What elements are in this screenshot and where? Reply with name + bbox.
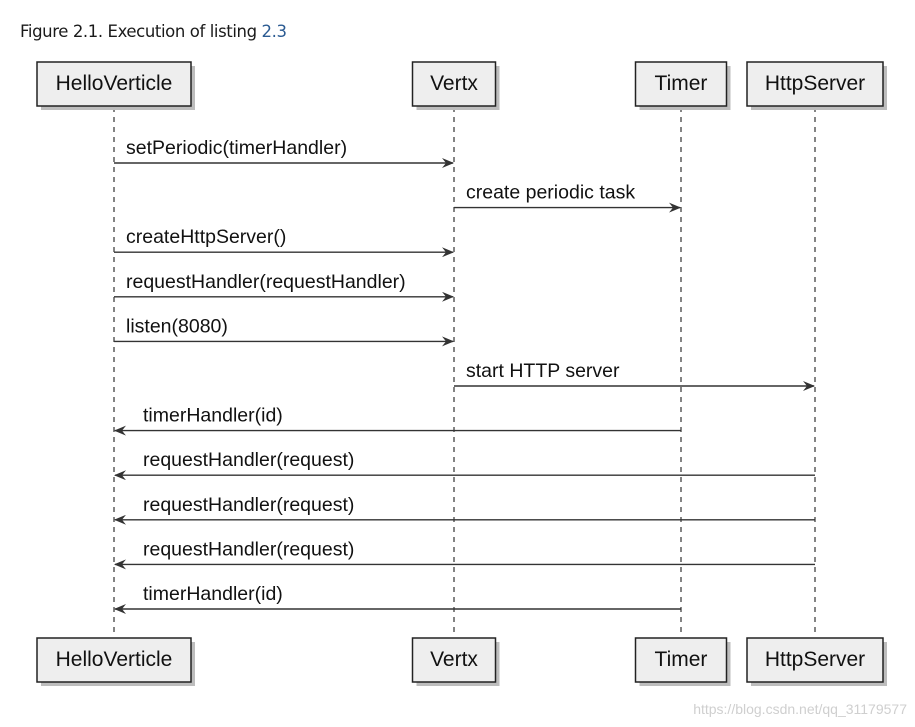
message-label: listen(8080) [126,315,228,337]
participant-httpserver-bottom: HttpServer [746,637,887,686]
participant-label: HelloVerticle [56,648,173,671]
participant-helloverticle-bottom: HelloVerticle [36,637,195,686]
message-5: listen(8080) [114,315,454,347]
message-label: requestHandler(requestHandler) [126,271,406,293]
message-6: start HTTP server [454,360,815,391]
message-label: create periodic task [466,182,635,204]
message-4: requestHandler(requestHandler) [114,271,454,302]
participant-box [634,61,728,107]
participant-label: HelloVerticle [56,72,173,95]
message-label: timerHandler(id) [143,583,283,605]
figure-caption-text: Figure 2.1. Execution of listing [20,22,262,41]
figure-caption: Figure 2.1. Execution of listing 2.3 [20,22,287,41]
participant-httpserver-top: HttpServer [746,61,887,110]
message-label: setPeriodic(timerHandler) [126,137,347,159]
participant-label: HttpServer [765,648,865,671]
participant-timer-bottom: Timer [634,637,731,686]
message-10: requestHandler(request) [114,538,815,570]
listing-reference-link[interactable]: 2.3 [261,22,287,41]
participant-box [634,637,728,683]
message-1: setPeriodic(timerHandler) [114,137,454,168]
participant-vertx-bottom: Vertx [411,637,500,686]
participant-box [36,61,192,107]
participant-label: HttpServer [765,72,865,95]
message-label: requestHandler(request) [143,449,354,471]
message-7: timerHandler(id) [114,405,681,436]
participant-label: Timer [655,72,708,95]
message-11: timerHandler(id) [114,583,681,614]
participant-helloverticle-top: HelloVerticle [36,61,195,110]
participant-label: Vertx [430,648,478,671]
participant-box [36,637,192,683]
participant-timer-top: Timer [634,61,731,110]
participant-box [746,637,884,683]
message-label: requestHandler(request) [143,538,354,560]
participant-box [746,61,884,107]
message-9: requestHandler(request) [114,494,815,525]
watermark-text: https://blog.csdn.net/qq_31179577 [693,701,907,717]
message-3: createHttpServer() [114,226,454,258]
message-label: requestHandler(request) [143,494,354,516]
participant-box [411,61,497,107]
participant-vertx-top: Vertx [411,61,500,110]
message-8: requestHandler(request) [114,449,815,481]
message-label: timerHandler(id) [143,405,283,427]
message-label: start HTTP server [466,360,620,382]
message-label: createHttpServer() [126,226,286,248]
message-2: create periodic task [454,182,681,213]
participant-label: Vertx [430,72,478,95]
participant-label: Timer [655,648,708,671]
participant-box [411,637,497,683]
